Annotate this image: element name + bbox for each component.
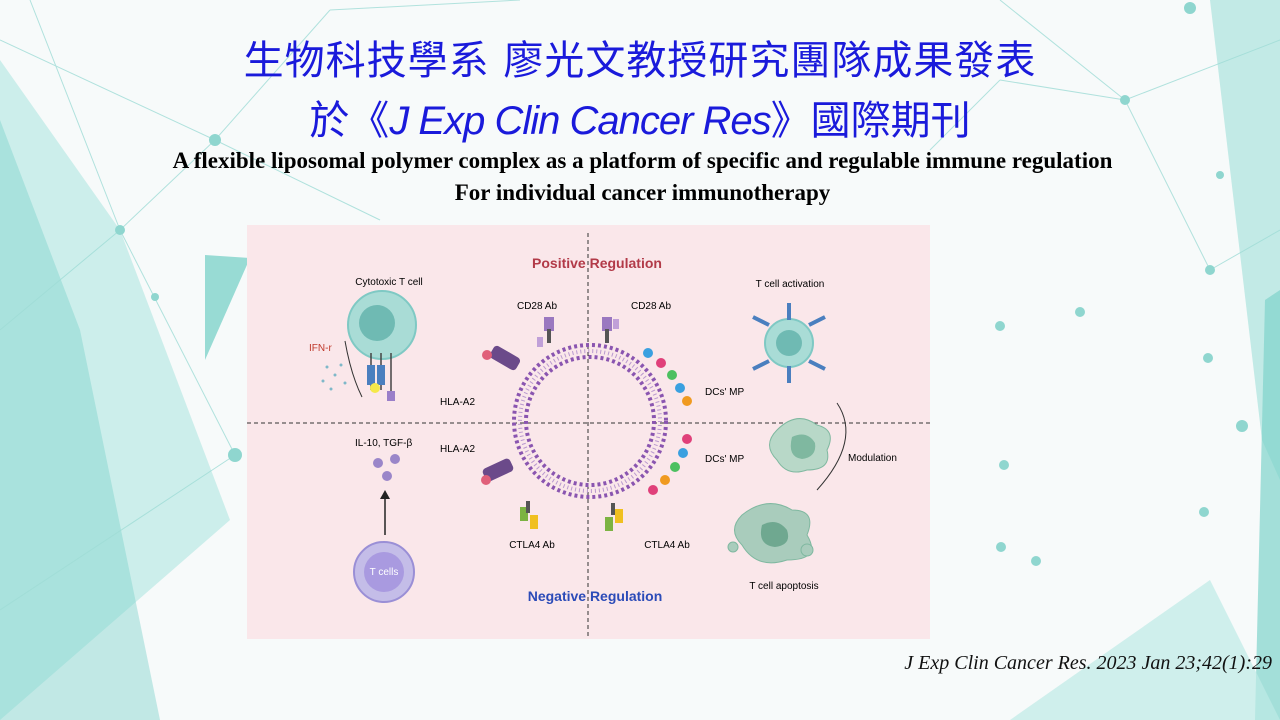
ctla4-left-label: CTLA4 Ab bbox=[509, 540, 555, 551]
dcs-mp-bottom-label: DCs' MP bbox=[705, 454, 744, 465]
ctla4-antibody-right-icon bbox=[605, 503, 623, 531]
cytotoxic-t-cell-label: Cytotoxic T cell bbox=[355, 277, 422, 288]
hla-a2-top-label: HLA-A2 bbox=[440, 397, 475, 408]
citation: J Exp Clin Cancer Res. 2023 Jan 23;42(1)… bbox=[904, 652, 1272, 674]
dc-membrane-protein-top-icon bbox=[643, 348, 692, 406]
paper-title-line1: A flexible liposomal polymer complex as … bbox=[172, 148, 1113, 173]
cd28-right-label: CD28 Ab bbox=[631, 301, 671, 312]
cd28-antibody-right-icon bbox=[602, 317, 619, 343]
dc-membrane-protein-bottom-icon bbox=[648, 434, 692, 495]
hla-a2-top-icon bbox=[482, 345, 521, 371]
cd28-left-label: CD28 Ab bbox=[517, 301, 557, 312]
il10-tgf-label: IL-10, TGF-β bbox=[355, 438, 412, 449]
paper-title-line2: For individual cancer immunotherapy bbox=[454, 180, 831, 205]
activated-t-cell-icon bbox=[752, 303, 826, 383]
main-title-line1: 生物科技學系 廖光文教授研究團隊成果發表 bbox=[243, 38, 1037, 84]
journal-name: J Exp Clin Cancer Res bbox=[389, 99, 771, 143]
liposome-membrane-icon bbox=[512, 343, 668, 499]
positive-regulation-label: Positive Regulation bbox=[532, 255, 662, 271]
cytokine-dots-icon bbox=[321, 363, 347, 391]
title-prefix: 於《 bbox=[309, 98, 390, 144]
dcs-mp-top-label: DCs' MP bbox=[705, 387, 744, 398]
main-title-line2: 於《J Exp Clin Cancer Res》國際期刊 bbox=[0, 88, 1280, 146]
title-suffix: 》國際期刊 bbox=[770, 98, 971, 144]
ctla4-right-label: CTLA4 Ab bbox=[644, 540, 690, 551]
hla-a2-bottom-icon bbox=[481, 458, 514, 485]
apoptotic-cell-icon bbox=[727, 503, 814, 564]
negative-regulation-label: Negative Regulation bbox=[528, 588, 663, 604]
liposome-diagram: Positive Regulation Negative Regulation … bbox=[247, 225, 930, 639]
t-cells-icon bbox=[353, 541, 415, 603]
t-cell-apoptosis-label: T cell apoptosis bbox=[749, 581, 818, 592]
hla-a2-bottom-label: HLA-A2 bbox=[440, 444, 475, 455]
cd28-antibody-left-icon bbox=[537, 317, 554, 347]
t-cell-activation-label: T cell activation bbox=[756, 279, 825, 290]
cytotoxic-t-cell-icon bbox=[347, 290, 417, 401]
t-cells-label: T cells bbox=[370, 567, 399, 578]
modulation-label: Modulation bbox=[848, 453, 897, 464]
modulating-cell-icon bbox=[769, 418, 831, 473]
cytokine-vesicles-icon bbox=[373, 454, 400, 481]
ifn-gamma-label: IFN-r bbox=[309, 343, 332, 354]
ctla4-antibody-left-icon bbox=[520, 501, 538, 529]
